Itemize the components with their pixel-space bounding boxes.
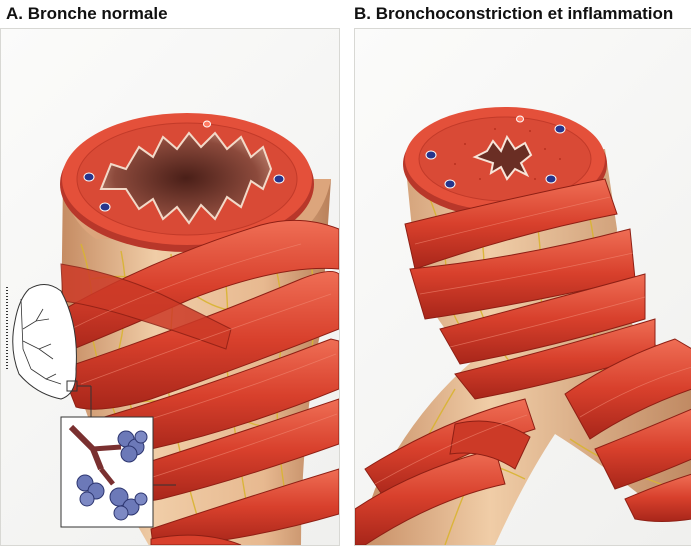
panel-a-title: A. Bronche normale <box>6 4 168 23</box>
lung-inset <box>6 284 92 417</box>
constricted-bronchus-illustration <box>355 107 691 545</box>
panel-b-title: B. Bronchoconstriction et inflammation <box>354 4 674 23</box>
blood-vessel <box>516 115 524 123</box>
thickened-muscle-bands <box>355 178 691 545</box>
normal-cross-section <box>60 113 314 252</box>
blood-vessel <box>545 174 557 184</box>
blood-vessel <box>273 174 285 184</box>
alveoli-inset <box>60 416 176 528</box>
blood-vessel <box>203 120 211 128</box>
blood-vessel <box>425 150 437 160</box>
blood-vessel <box>83 172 95 182</box>
blood-vessel <box>444 179 456 189</box>
blood-vessel <box>554 124 566 134</box>
blood-vessel <box>99 202 111 212</box>
inflamed-mucosa <box>454 128 561 180</box>
constricted-cross-section <box>403 107 607 218</box>
normal-bronchus-illustration <box>6 113 339 545</box>
alveoli-cluster-icon <box>68 424 148 521</box>
constricted-lumen <box>472 134 533 181</box>
normal-lumen <box>99 131 273 225</box>
bronchial-tree <box>20 298 62 385</box>
normal-bronchus-panel <box>0 28 340 546</box>
lung-outline-icon <box>12 284 77 400</box>
constricted-bronchus-panel <box>354 28 691 546</box>
muscle-striations <box>374 196 691 485</box>
